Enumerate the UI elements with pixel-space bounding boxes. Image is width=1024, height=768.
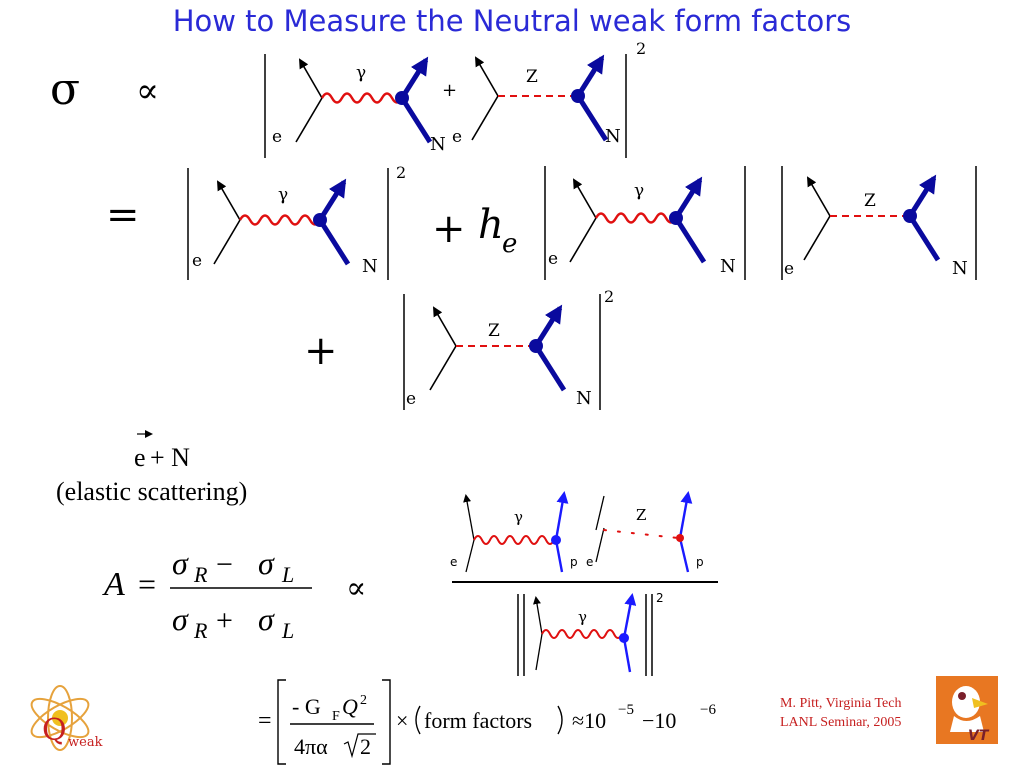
sigma-symbol: σ bbox=[258, 545, 275, 581]
subscript-l: L bbox=[281, 618, 294, 643]
exponent-neg5: −5 bbox=[618, 702, 634, 718]
nucleon-label: N bbox=[952, 258, 968, 279]
electron-label: e bbox=[784, 259, 794, 279]
reaction-note: (elastic scattering) bbox=[56, 477, 247, 506]
approx-ten: ≈10 bbox=[572, 708, 606, 733]
electron-label: e bbox=[452, 127, 462, 147]
equals-symbol: = bbox=[138, 566, 156, 602]
gamma-label: γ bbox=[278, 185, 288, 205]
plus-symbol: + bbox=[432, 206, 466, 252]
proton-label: p bbox=[570, 555, 578, 569]
electron-label: e bbox=[548, 249, 558, 269]
asymmetry-a: A bbox=[102, 566, 125, 603]
slide-title: How to Measure the Neutral weak form fac… bbox=[172, 4, 852, 38]
momentum-transfer: Q bbox=[342, 694, 358, 719]
electron-label: e bbox=[406, 389, 416, 409]
nucleon-label: N bbox=[576, 388, 592, 409]
he-coefficient: h bbox=[478, 202, 504, 248]
gamma-label: γ bbox=[578, 608, 587, 626]
paren-left bbox=[415, 705, 421, 735]
q-exponent: 2 bbox=[360, 693, 367, 708]
subscript-r: R bbox=[193, 562, 208, 587]
qweak-letter: Q bbox=[42, 713, 67, 748]
proportional-symbol: ∝ bbox=[136, 71, 159, 111]
equals-symbol: = bbox=[106, 192, 140, 238]
footer-line1: M. Pitt, Virginia Tech bbox=[780, 696, 902, 711]
gf-subscript: F bbox=[332, 709, 340, 724]
exponent-2: 2 bbox=[636, 39, 646, 58]
exponent-2: 2 bbox=[396, 163, 406, 182]
ratio-numerator bbox=[463, 491, 693, 573]
nucleon-label: N bbox=[720, 256, 736, 277]
proton-label: p bbox=[696, 555, 704, 569]
exponent-2: 2 bbox=[656, 591, 664, 605]
plus-symbol: + bbox=[216, 604, 233, 637]
footer-credit: M. Pitt, Virginia Tech LANL Seminar, 200… bbox=[780, 694, 932, 732]
proportional-symbol: ∝ bbox=[346, 571, 366, 606]
z-label: Z bbox=[636, 506, 646, 524]
he-subscript: e bbox=[502, 229, 517, 259]
sigma-symbol: σ bbox=[172, 601, 189, 637]
ratio-denominator bbox=[517, 593, 653, 676]
nucleon-label: N bbox=[605, 126, 621, 147]
sqrt-sign bbox=[343, 733, 376, 759]
nucleon-label: N bbox=[430, 134, 446, 155]
reaction-electron: e bbox=[134, 443, 146, 472]
reaction-plus-nucleon: + N bbox=[150, 443, 190, 472]
footer-line2: LANL Seminar, 2005 bbox=[780, 715, 902, 730]
gamma-label: γ bbox=[356, 63, 366, 83]
z-label: Z bbox=[864, 191, 876, 211]
sigma-symbol: σ bbox=[258, 601, 275, 637]
electron-label: e bbox=[450, 555, 457, 569]
nucleon-label: N bbox=[362, 256, 378, 277]
gf-denominator: 4πα bbox=[294, 734, 328, 759]
sqrt-argument: 2 bbox=[360, 734, 371, 759]
sigma-symbol: σ bbox=[50, 64, 80, 115]
bracket-left bbox=[277, 679, 286, 765]
minus-symbol: − bbox=[216, 548, 233, 581]
exponent-neg6: −6 bbox=[700, 702, 716, 718]
gamma-label: γ bbox=[634, 181, 644, 201]
gf-minus: - G bbox=[292, 694, 321, 719]
paren-right bbox=[557, 705, 563, 735]
subscript-l: L bbox=[281, 562, 294, 587]
gamma-label: γ bbox=[514, 508, 523, 526]
qweak-logo: Q weak bbox=[30, 685, 103, 751]
vt-logo: VT bbox=[936, 676, 998, 744]
equals-symbol: = bbox=[258, 708, 272, 734]
plus-symbol: + bbox=[442, 80, 457, 101]
z-label: Z bbox=[526, 67, 538, 87]
vt-text: VT bbox=[968, 728, 990, 744]
bracket-right bbox=[382, 679, 391, 765]
z-diagram bbox=[472, 58, 606, 140]
exponent-2: 2 bbox=[604, 287, 614, 306]
electron-label: e bbox=[192, 251, 202, 271]
electron-label: e bbox=[586, 555, 593, 569]
electron-label: e bbox=[272, 127, 282, 147]
form-factors-text: form factors bbox=[424, 708, 532, 733]
z-label: Z bbox=[488, 321, 500, 341]
qweak-text: weak bbox=[68, 735, 103, 750]
plus-symbol: + bbox=[304, 328, 338, 374]
sigma-symbol: σ bbox=[172, 545, 189, 581]
times-symbol: × bbox=[396, 708, 408, 733]
minus-ten: −10 bbox=[642, 708, 676, 733]
subscript-r: R bbox=[193, 618, 208, 643]
